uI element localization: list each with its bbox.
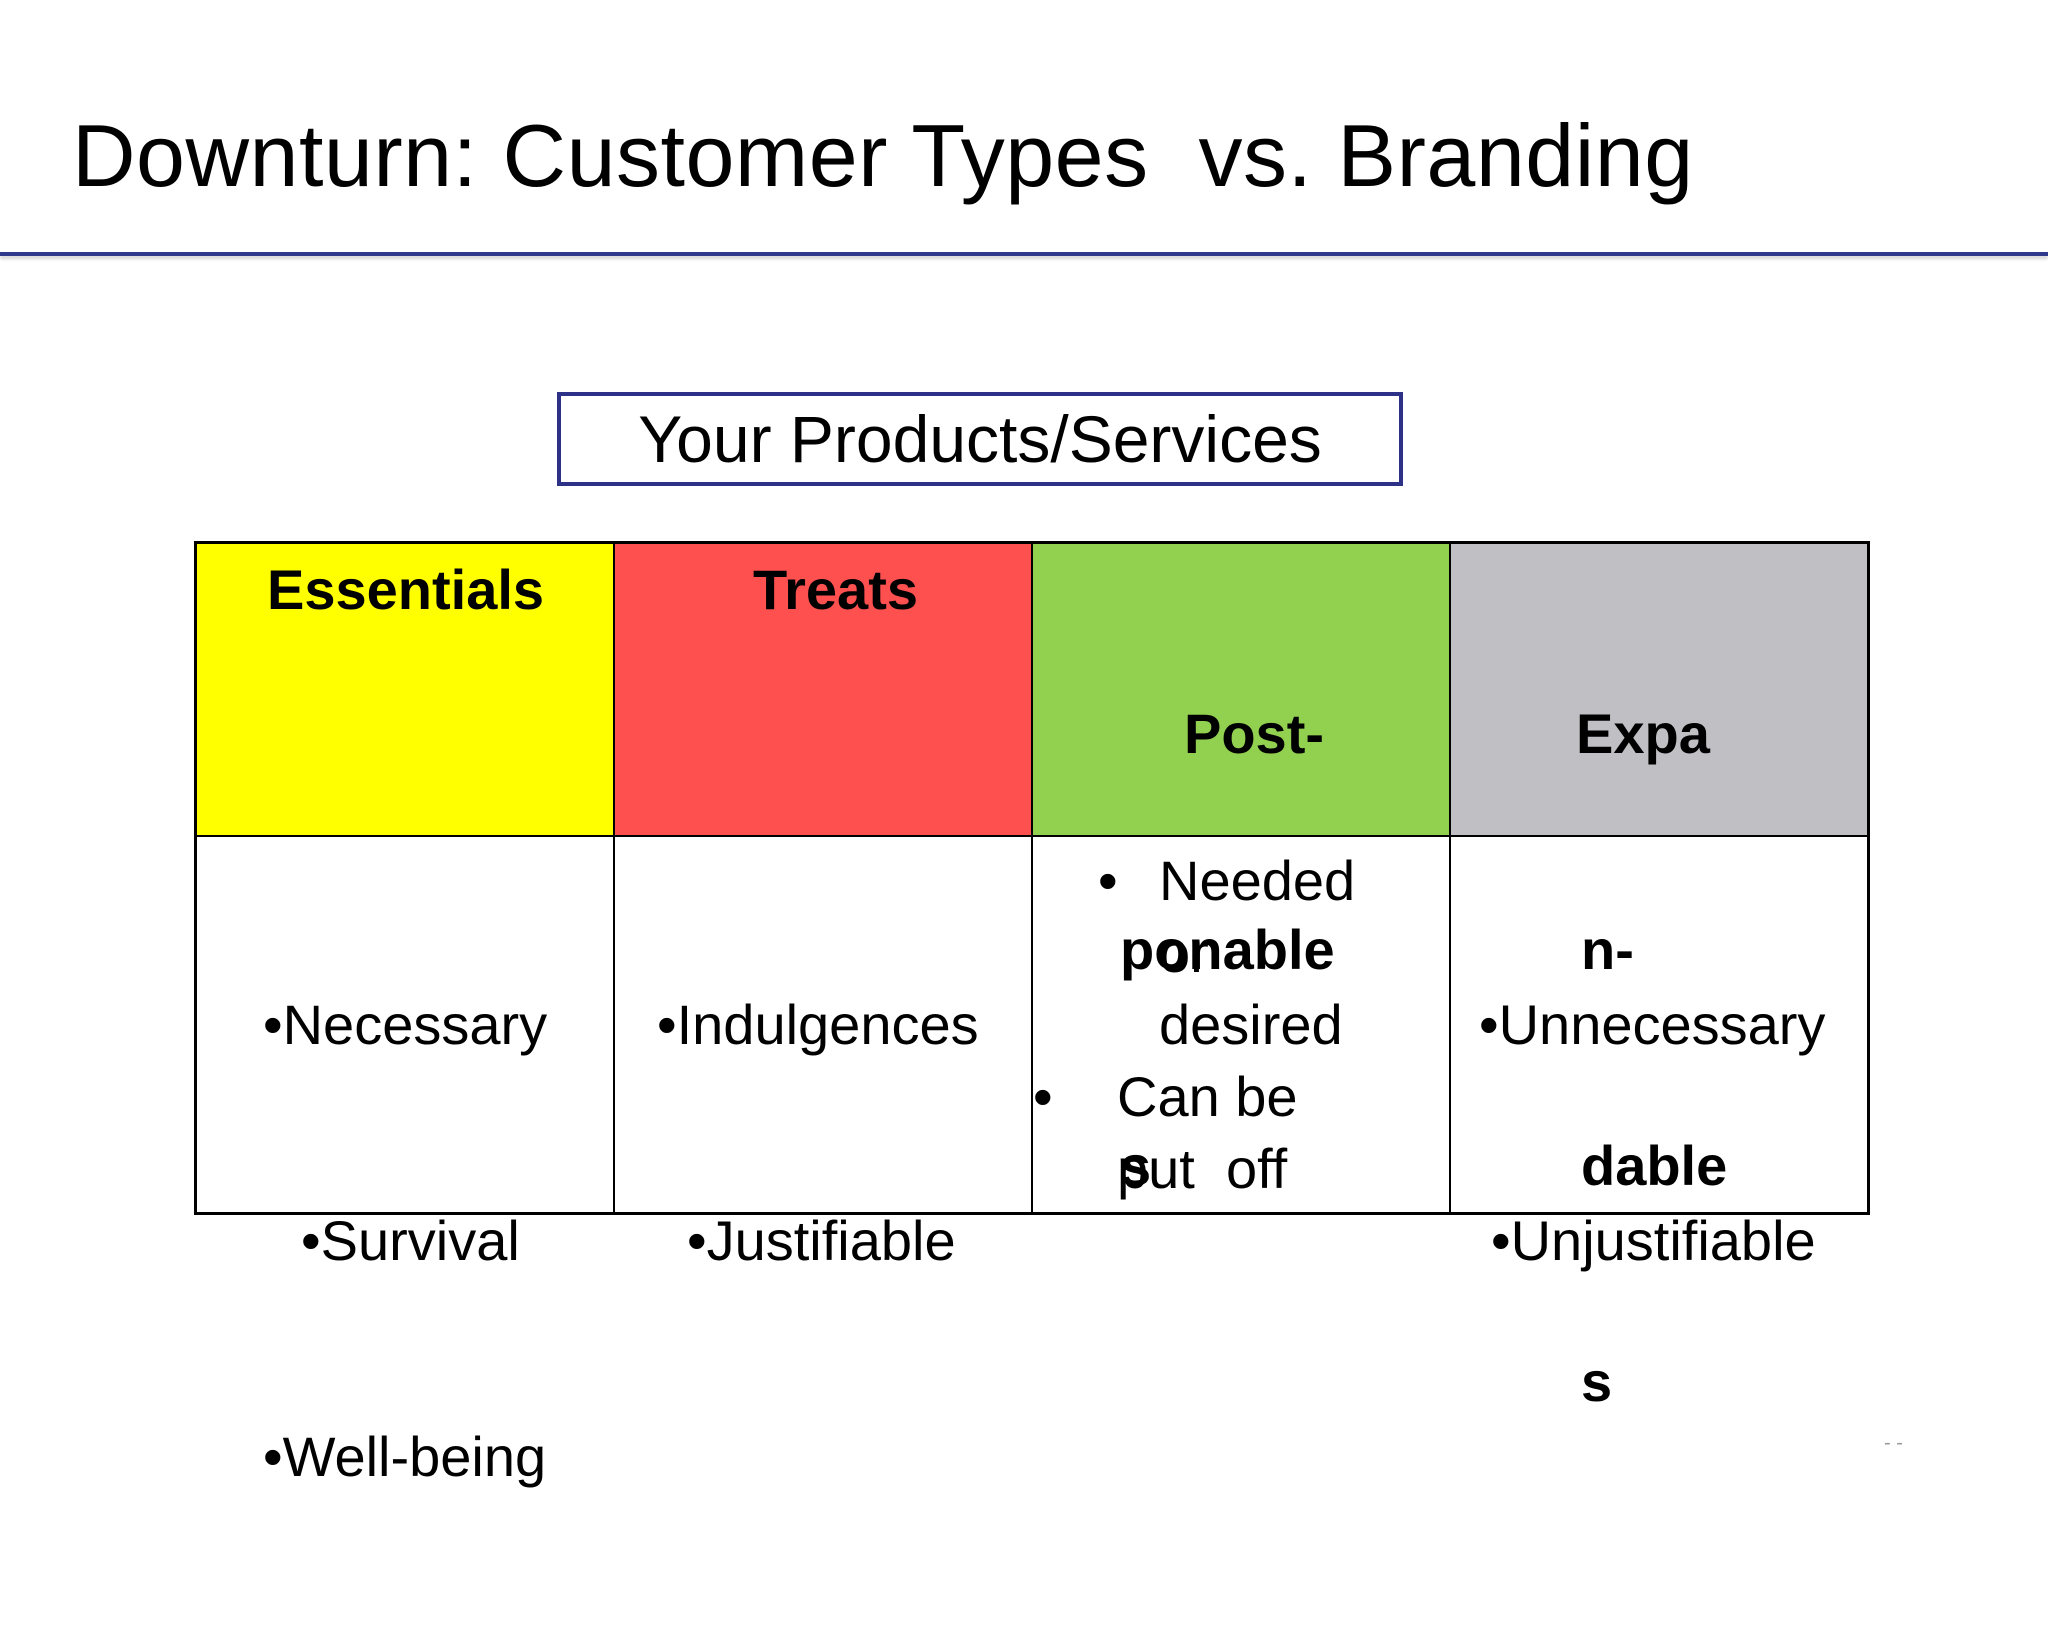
header-label-essentials: Essentials	[267, 558, 545, 621]
list-item: •Unjustifiable	[1491, 1209, 1816, 1272]
list-item: •Survival	[301, 1209, 520, 1272]
header-line: s	[1581, 1350, 1613, 1413]
header-line: dable	[1581, 1134, 1728, 1197]
body-cell-essentials: •Necessary •Survival •Well-being	[197, 837, 615, 1488]
header-label-postponables: Post- ponable s	[1120, 554, 1335, 1346]
body-cell-postponables: • Needed or desired • Can be put off	[1033, 837, 1451, 1212]
header-label-expendables: Expa n- dable s	[1576, 554, 1727, 1562]
treats-list: •Indulgences •Justifiable	[657, 845, 979, 1421]
body-cell-treats: •Indulgences •Justifiable	[615, 837, 1033, 1272]
header-line: n-	[1581, 918, 1634, 981]
list-item: •Necessary	[263, 993, 548, 1056]
body-cell-expendables: •Unnecessary •Unjustifiable	[1451, 837, 1867, 1272]
expendables-list: •Unnecessary •Unjustifiable	[1479, 845, 1825, 1421]
list-item: •Unnecessary	[1479, 993, 1826, 1056]
list-item: •Well-being	[263, 1425, 547, 1488]
list-item: Can be put off	[1117, 1065, 1298, 1200]
products-services-label: Your Products/Services	[638, 402, 1322, 476]
header-cell-essentials: Essentials	[197, 544, 615, 837]
header-line: Post-	[1184, 702, 1324, 765]
slide-title: Downturn: Customer Types vs. Branding	[72, 106, 1694, 205]
bullet-marker: •	[1033, 1065, 1053, 1128]
header-line: Expa	[1576, 702, 1710, 765]
header-label-treats: Treats	[753, 558, 918, 621]
header-cell-postponables: Post- ponable s	[1033, 544, 1451, 1197]
bullet-marker: •	[1098, 849, 1118, 912]
list-item: Needed or desired	[1159, 849, 1356, 1056]
header-line: s	[1120, 1134, 1152, 1197]
essentials-list: •Necessary •Survival •Well-being	[263, 845, 547, 1637]
slide: { "slide": { "title": "Downturn: Custome…	[0, 106, 2048, 1488]
title-divider	[0, 252, 2048, 256]
products-services-box: Your Products/Services	[557, 392, 1403, 486]
list-item: •Indulgences	[657, 993, 979, 1056]
slide-number: - -	[1884, 1432, 1903, 1454]
header-cell-expendables: Expa n- dable s	[1451, 544, 1867, 1413]
customer-types-table: Essentials Treats Post- ponable s Expa n…	[194, 541, 1870, 1488]
header-line: ponable	[1120, 918, 1335, 981]
list-item: •Justifiable	[687, 1209, 956, 1272]
header-cell-treats: Treats	[615, 544, 1033, 837]
